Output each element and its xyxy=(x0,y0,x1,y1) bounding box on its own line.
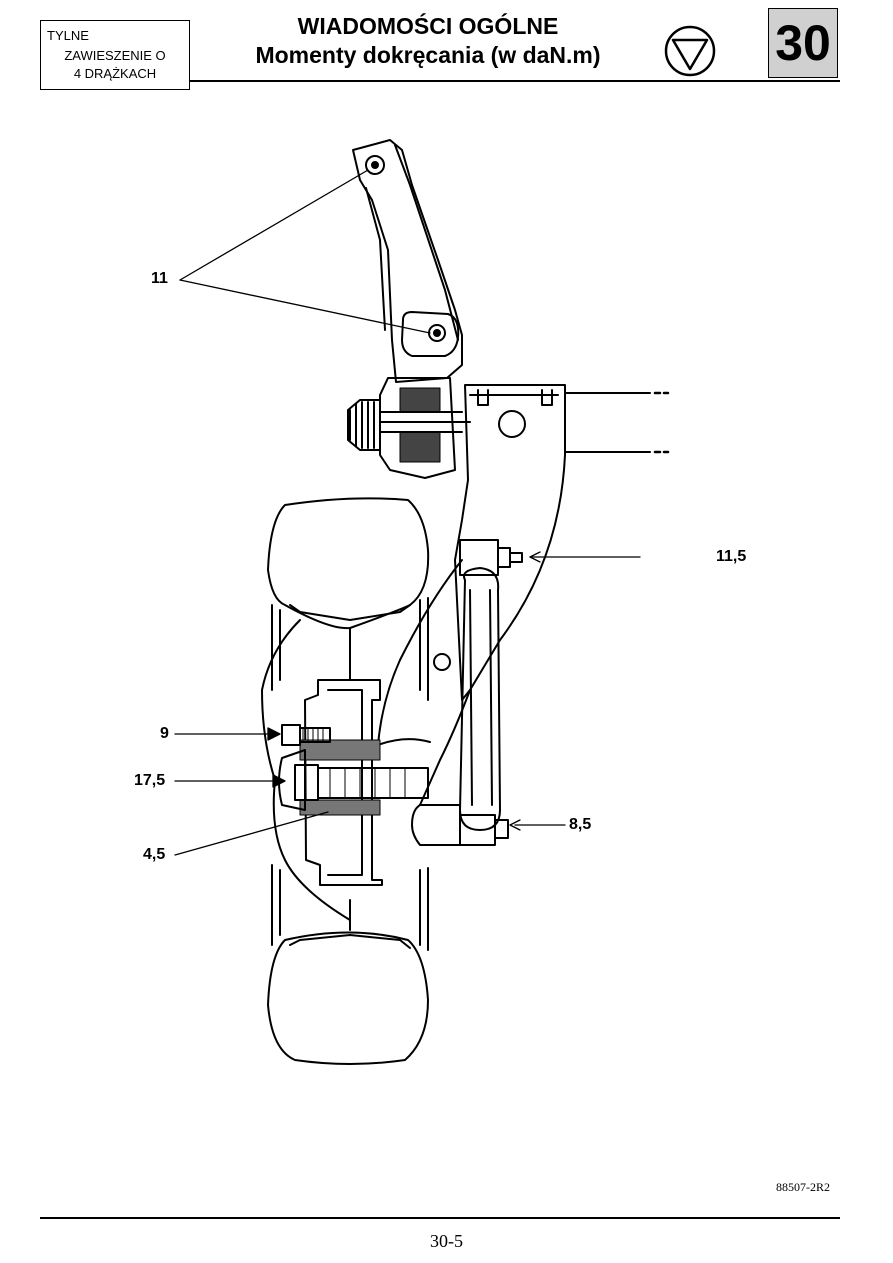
torque-label-hub-screw: 4,5 xyxy=(143,846,166,863)
chapter-number: 30 xyxy=(768,8,838,78)
hub-drum xyxy=(299,679,383,886)
wheel-bolt xyxy=(281,724,331,746)
hub-cap xyxy=(278,749,429,811)
triangle-down-in-circle-icon xyxy=(664,25,716,77)
section-line-3: 4 DRĄŻKACH xyxy=(73,66,157,81)
torque-label-link-bolt: 11,5 xyxy=(716,548,747,565)
stub-axle-arm xyxy=(377,559,471,806)
silent-block xyxy=(347,377,471,479)
leader-lines xyxy=(174,169,641,856)
torque-label-hub-nut: 17,5 xyxy=(134,772,166,789)
torque-label-upper-mounts: 11 xyxy=(151,270,168,287)
diagram-reference: 88507-2R2 xyxy=(776,1180,830,1194)
torque-label-wheel-bolt: 9 xyxy=(160,725,169,742)
vertical-link xyxy=(411,539,523,846)
tyre xyxy=(261,497,430,1065)
page-number: 30-5 xyxy=(430,1231,463,1251)
section-box: TYLNE ZAWIESZENIE O 4 DRĄŻKACH xyxy=(40,20,190,90)
torque-label-lower-bolt: 8,5 xyxy=(569,816,592,833)
section-line-2: ZAWIESZENIE O xyxy=(64,48,166,63)
header-rule xyxy=(190,80,840,82)
footer-rule xyxy=(40,1217,840,1219)
title-line-1: WIADOMOŚCI OGÓLNE xyxy=(297,13,559,39)
subframe-plate xyxy=(454,384,670,701)
upper-arm xyxy=(352,139,463,383)
section-line-1: TYLNE xyxy=(47,28,89,43)
page-title: WIADOMOŚCI OGÓLNE Momenty dokręcania (w … xyxy=(200,12,656,70)
title-line-2: Momenty dokręcania (w daN.m) xyxy=(255,42,601,68)
